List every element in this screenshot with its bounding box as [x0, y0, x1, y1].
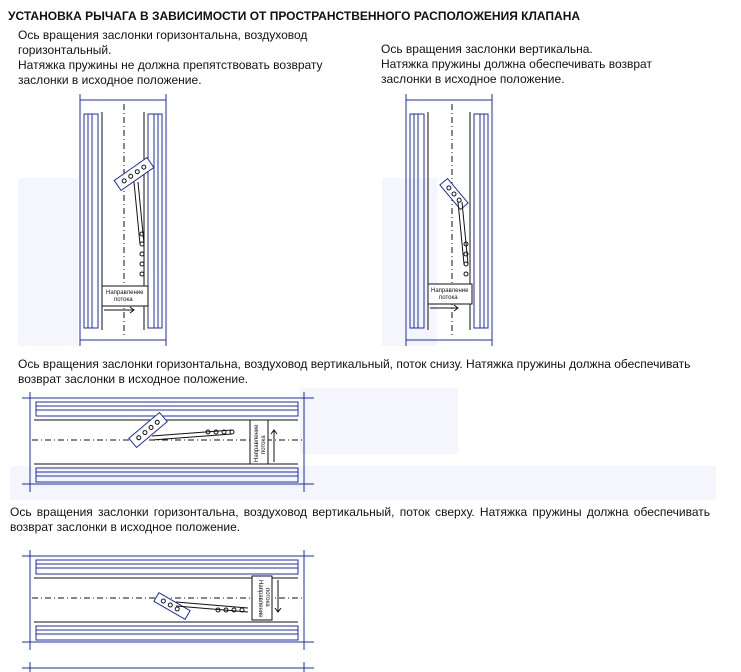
background-band-3 — [300, 388, 458, 454]
section-1-line-2: горизонтальный. — [18, 43, 112, 57]
diagram-4-label-2: потока — [264, 588, 270, 607]
diagram-3-label-2: потока — [261, 435, 267, 454]
background-band-1 — [18, 178, 78, 346]
section-1-line-3: Натяжка пружины не должна препятствовать… — [18, 58, 323, 72]
section-1-line-1: Ось вращения заслонки горизонтальна, воз… — [18, 28, 308, 42]
damper-diagram-2: Направление потока — [405, 94, 493, 346]
section-1-line-4: заслонки в исходное положение. — [18, 73, 202, 87]
section-2-caption: Ось вращения заслонки вертикальна. Натяж… — [381, 42, 652, 87]
damper-diagram-4: Направление потока — [22, 550, 314, 650]
section-4-caption: Ось вращения заслонки горизонтальна, воз… — [10, 505, 710, 534]
page-title: УСТАНОВКА РЫЧАГА В ЗАВИСИМОСТИ ОТ ПРОСТР… — [8, 9, 581, 23]
section-2-line-1: Ось вращения заслонки вертикальна. — [381, 42, 593, 56]
diagram-4-label-1: Направление — [257, 580, 263, 618]
diagram-1-label-1: Направление — [106, 290, 144, 296]
damper-diagram-3: Направление потока — [22, 392, 314, 492]
diagram-2-label-1: Направление — [431, 288, 469, 294]
diagram-1-label-2: потока — [114, 297, 133, 303]
section-2-line-3: заслонки в исходное положение. — [381, 72, 565, 86]
section-1-caption: Ось вращения заслонки горизонтальна, воз… — [18, 28, 323, 88]
section-3-caption: Ось вращения заслонки горизонтальна, воз… — [18, 357, 691, 386]
diagram-2-label-2: потока — [439, 295, 458, 301]
diagram-3-label-1: Направление — [254, 424, 260, 462]
section-2-line-2: Натяжка пружины должна обеспечивать возв… — [381, 57, 652, 71]
damper-diagram-5-partial — [22, 662, 314, 672]
damper-diagram-1: Направление потока — [79, 94, 167, 346]
